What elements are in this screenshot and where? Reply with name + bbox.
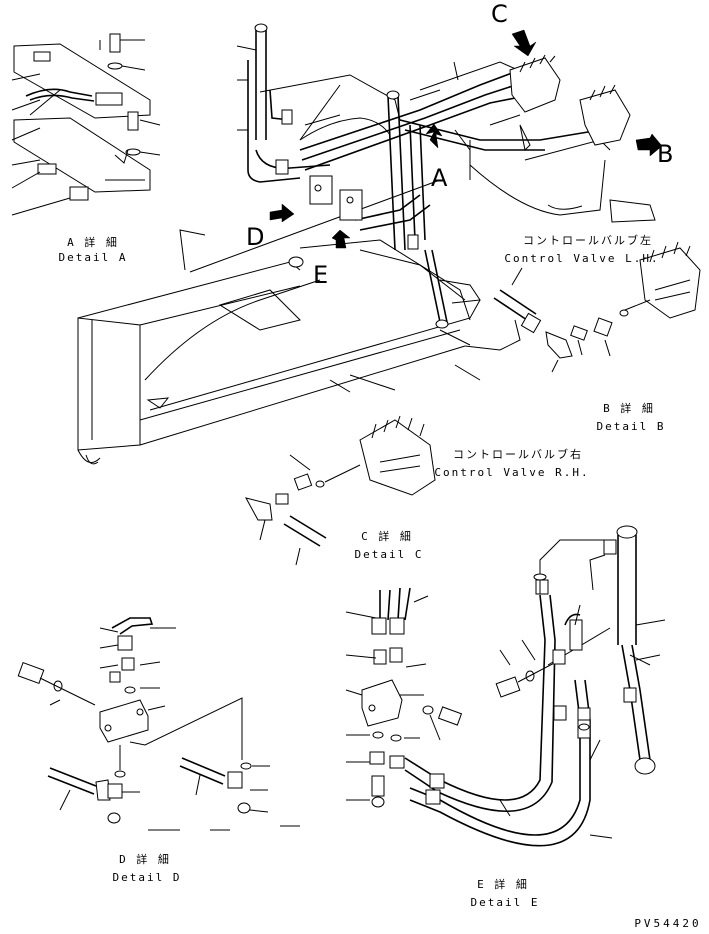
detail-e-title-ja: E 詳 細	[477, 878, 529, 891]
detail-e-title-en: Detail E	[470, 896, 540, 909]
detail-a-title-ja: A 詳 細	[67, 236, 119, 249]
callout-e: E	[313, 261, 329, 289]
valve-rh-en: Control Valve R.H.	[434, 466, 590, 479]
detail-a-illustration	[11, 33, 161, 216]
detail-d-title-ja: D 詳 細	[119, 853, 171, 866]
detail-e-illustration	[345, 525, 666, 847]
detail-c-title-ja: C 詳 細	[361, 530, 413, 543]
main-frame-illustration	[77, 23, 656, 465]
detail-c-illustration	[245, 415, 436, 566]
valve-lh-ja: コントロールバルブ左	[523, 234, 653, 247]
callout-a: A	[431, 164, 448, 192]
detail-b-illustration	[493, 241, 701, 373]
callout-arrows	[269, 29, 663, 249]
detail-c-title-en: Detail C	[354, 548, 424, 561]
drawing-number: PV54420	[634, 917, 702, 930]
detail-d-illustration	[17, 617, 300, 831]
detail-a-title-en: Detail A	[58, 251, 128, 264]
valve-rh-ja: コントロールバルブ右	[453, 448, 583, 461]
detail-b-title-en: Detail B	[596, 420, 666, 433]
callout-c: C	[491, 0, 508, 28]
detail-b-title-ja: B 詳 細	[603, 402, 655, 415]
callout-b: B	[657, 140, 674, 168]
callout-d: D	[246, 223, 265, 251]
detail-d-title-en: Detail D	[112, 871, 182, 884]
valve-lh-en: Control Valve L.H.	[504, 252, 660, 265]
